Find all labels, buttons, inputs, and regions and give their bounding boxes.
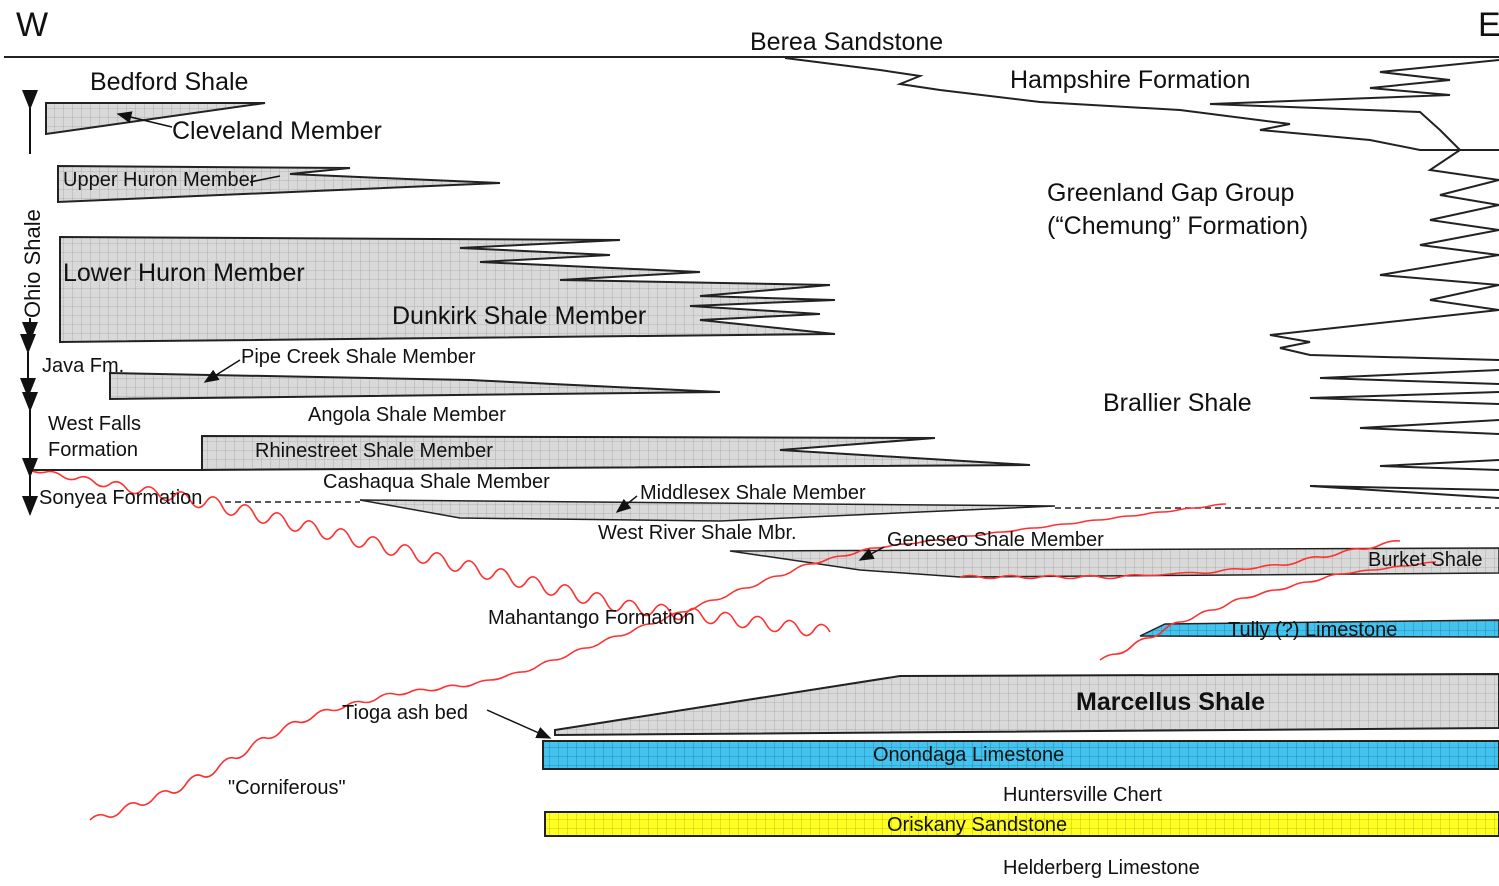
rhinestreet-wedge	[201, 434, 1031, 472]
rhinestreet-shale-label: Rhinestreet Shale Member	[255, 440, 493, 462]
burket-shale-label: Burket Shale	[1368, 549, 1483, 571]
cashaqua-shale-label: Cashaqua Shale Member	[323, 471, 550, 493]
onondaga-limestone-band	[542, 740, 1499, 770]
cleveland-member-label: Cleveland Member	[172, 117, 382, 145]
angola-shale-label: Angola Shale Member	[308, 404, 506, 426]
tioga-ash-bed-label: Tioga ash bed	[342, 702, 469, 724]
sonyea-formation-label: Sonyea Formation	[39, 487, 203, 509]
brallier-shale-label: Brallier Shale	[1103, 389, 1252, 417]
brallier-tongues	[1309, 369, 1499, 499]
huntersville-chert-label: Huntersville Chert	[1003, 784, 1162, 806]
helderberg-limestone-label: Helderberg Limestone	[1003, 857, 1200, 879]
tioga-ash-line-tully	[1099, 561, 1437, 661]
hampshire-formation-label: Hampshire Formation	[1010, 66, 1251, 94]
tioga-ash-line-lower	[89, 503, 1227, 821]
bedford-shale-label: Bedford Shale	[90, 68, 249, 96]
tioga-ash-line-upper	[29, 469, 831, 637]
lower-huron-dunkirk-wedge	[59, 235, 836, 344]
upper-huron-label: Upper Huron Member	[63, 169, 257, 191]
marcellus-shale-label: Marcellus Shale	[1076, 688, 1265, 716]
west-falls-label-line2: Formation	[48, 439, 139, 461]
greenland-gap-label-line1: Greenland Gap Group	[1047, 179, 1295, 207]
upper-huron-wedge	[57, 164, 501, 204]
mahantango-formation-label: Mahantango Formation	[488, 607, 695, 629]
geneseo-shale-label: Geneseo Shale Member	[887, 529, 1104, 551]
onondaga-limestone-label: Onondaga Limestone	[873, 744, 1065, 766]
middlesex-wedge	[359, 499, 1056, 522]
berea-sandstone-label: Berea Sandstone	[750, 28, 944, 56]
west-falls-label-line1: West Falls	[48, 413, 141, 435]
marcellus-shale-band	[554, 672, 1499, 737]
range-arrows	[20, 90, 38, 516]
leader-arrows	[116, 111, 885, 739]
ohio-shale-label: Ohio Shale	[20, 209, 45, 318]
cleveland-member-wedge	[45, 102, 266, 136]
hampshire-contact	[784, 57, 1499, 361]
oriskany-sandstone-band	[544, 811, 1499, 837]
corniferous-label: "Corniferous"	[228, 777, 346, 799]
pipe-creek-label: Pipe Creek Shale Member	[241, 346, 476, 368]
dunkirk-shale-label: Dunkirk Shale Member	[392, 302, 647, 330]
tully-limestone-label: Tully (?) Limestone	[1228, 619, 1398, 641]
west-label: W	[16, 6, 49, 44]
west-river-shale-label: West River Shale Mbr.	[598, 522, 797, 544]
lower-huron-label: Lower Huron Member	[63, 259, 305, 287]
tioga-ash-line-geneseo	[959, 540, 1401, 580]
tully-limestone-band	[1139, 619, 1499, 638]
east-label: E	[1478, 6, 1499, 44]
pipe-creek-wedge	[109, 371, 721, 401]
greenland-gap-label-line2: (“Chemung” Formation)	[1047, 212, 1309, 240]
dashed-contacts	[225, 501, 1499, 509]
middlesex-shale-label: Middlesex Shale Member	[640, 482, 866, 504]
oriskany-sandstone-label: Oriskany Sandstone	[887, 814, 1068, 836]
java-formation-label: Java Fm.	[42, 355, 125, 377]
